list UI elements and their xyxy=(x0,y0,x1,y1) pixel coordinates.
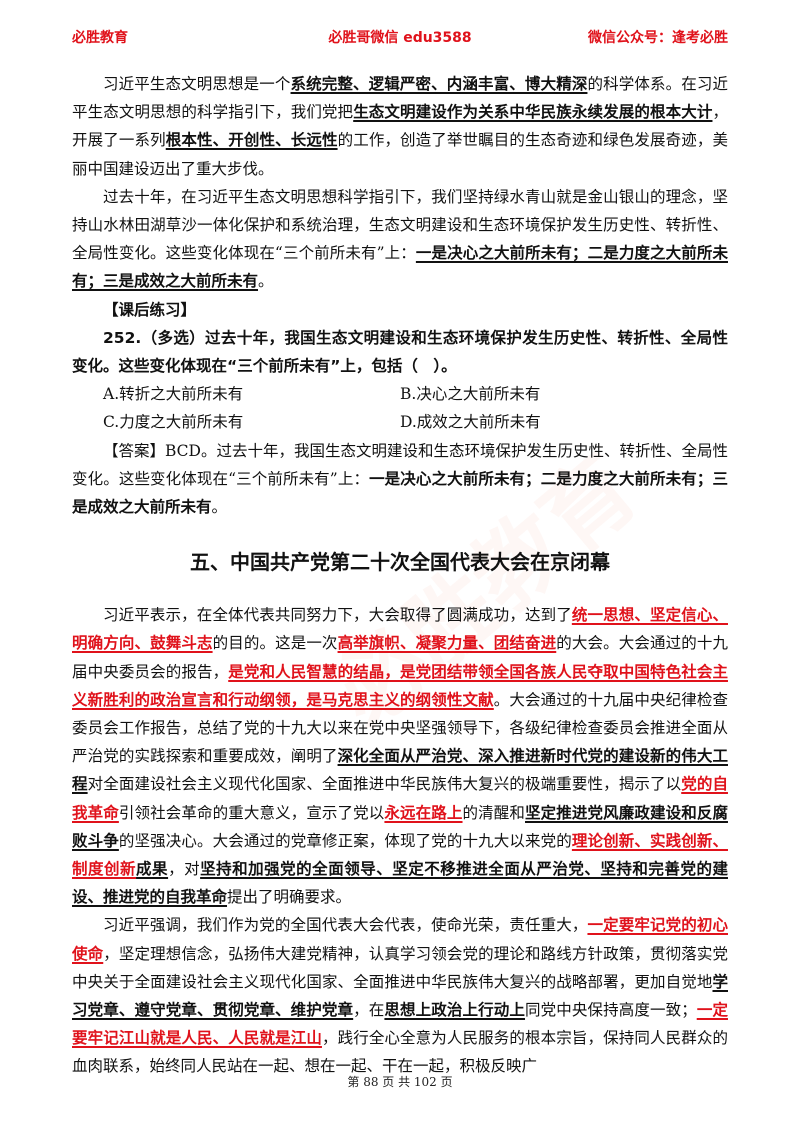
option-d: D.成效之大前所未有 xyxy=(400,413,541,432)
question-text: 252.（多选）过去十年，我国生态文明建设和生态环境保护发生历史性、转折性、全局… xyxy=(72,328,728,376)
option-c: C.力度之大前所未有 xyxy=(103,413,244,432)
paragraph-xi-emphasis: 习近平强调，我们作为党的全国代表大会代表，使命光荣，责任重大，一定要牢记党的初心… xyxy=(72,916,728,1076)
header-public-account: 微信公众号：逢考必胜 xyxy=(588,30,728,46)
answer-explanation: 【答案】BCD。过去十年，我国生态文明建设和生态环境保护发生历史性、转折性、全局… xyxy=(72,441,728,517)
practice-label: 【课后练习】 xyxy=(103,300,197,319)
paragraph-ecological-thought: 习近平生态文明思想是一个系统完整、逻辑严密、内涵丰富、博大精深的科学体系。在习近… xyxy=(72,75,728,178)
paragraph-past-decade: 过去十年，在习近平生态文明思想科学指引下，我们坚持绿水青山就是金山银山的理念，坚… xyxy=(72,187,728,291)
header-wechat: 必胜哥微信 edu3588 xyxy=(328,30,472,46)
page-number: 第 88 页 共 102 页 xyxy=(347,1075,453,1089)
option-a: A.转折之大前所未有 xyxy=(103,385,244,404)
option-b: B.决心之大前所未有 xyxy=(400,385,541,404)
section-title: 五、中国共产党第二十次全国代表大会在京闭幕 xyxy=(190,550,610,575)
page-header: 必胜教育 必胜哥微信 edu3588 微信公众号：逢考必胜 xyxy=(72,27,728,49)
paragraph-congress-closing: 习近平表示，在全体代表共同努力下，大会取得了圆满成功，达到了统一思想、坚定信心、… xyxy=(72,606,728,907)
page-content: 习近平生态文明思想是一个系统完整、逻辑严密、内涵丰富、博大精深的科学体系。在习近… xyxy=(72,70,728,1081)
header-brand: 必胜教育 xyxy=(72,30,128,46)
answer-options: A.转折之大前所未有 B.决心之大前所未有 C.力度之大前所未有 D.成效之大前… xyxy=(72,380,728,436)
